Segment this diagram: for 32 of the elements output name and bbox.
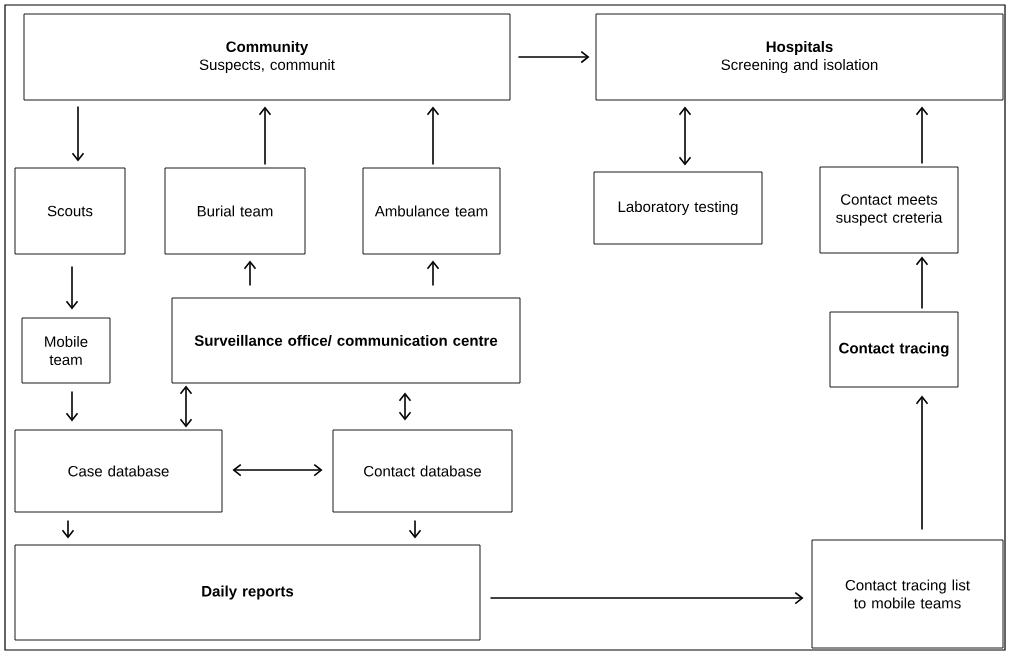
arrow	[915, 256, 929, 310]
arrow	[71, 105, 85, 162]
process-box: Burial team	[164, 167, 306, 255]
process-box: Community Suspects, communit	[23, 13, 511, 101]
arrow	[232, 463, 323, 477]
process-box: Mobile team	[21, 317, 111, 384]
arrow	[65, 265, 79, 310]
arrow	[179, 385, 193, 428]
arrow	[398, 392, 412, 421]
process-box: Daily reports	[14, 544, 481, 641]
process-box: Surveillance office/ communication centre	[171, 297, 521, 384]
process-box: Contact database	[332, 429, 513, 513]
arrow	[426, 106, 440, 166]
arrow	[61, 519, 75, 539]
arrow	[258, 106, 272, 166]
arrow	[65, 390, 79, 422]
process-box: Contact tracing list to mobile teams	[811, 539, 1004, 649]
arrow	[678, 106, 692, 166]
process-box: Contact meets suspect creteria	[819, 166, 959, 254]
process-box: Scouts	[14, 167, 126, 255]
arrow	[517, 50, 590, 64]
arrow	[426, 260, 440, 287]
arrow	[915, 106, 929, 165]
arrow	[489, 591, 804, 605]
arrow	[915, 395, 929, 531]
arrow	[408, 519, 422, 539]
process-box: Contact tracing	[829, 311, 959, 388]
process-box: Hospitals Screening and isolation	[595, 13, 1004, 101]
process-box: Case database	[14, 429, 223, 513]
process-box: Laboratory testing	[593, 171, 763, 245]
arrow	[243, 260, 257, 287]
process-box: Ambulance team	[362, 167, 501, 255]
